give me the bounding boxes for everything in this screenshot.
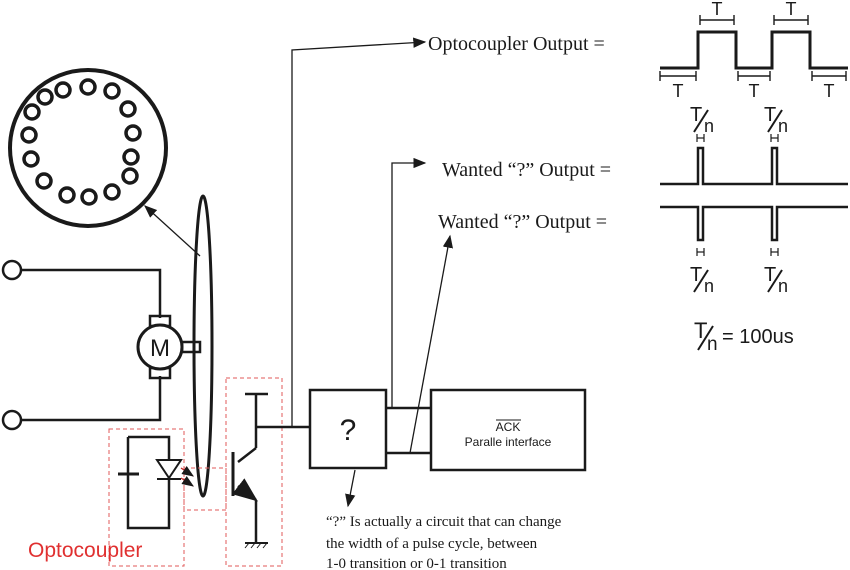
fraction-numerator: T bbox=[690, 264, 702, 286]
note-line-3: 1-0 transition or 0-1 transition bbox=[326, 556, 507, 570]
period-label-low-3: T bbox=[824, 81, 835, 101]
note-line-1: “?” Is actually a circuit that can chang… bbox=[326, 514, 562, 530]
signal-wires bbox=[256, 406, 431, 455]
question-circuit-label: ? bbox=[340, 414, 357, 447]
wanted-output-2-label: Wanted “?” Output = bbox=[438, 211, 607, 233]
disc-pointer-arrow bbox=[144, 205, 201, 257]
fraction-numerator: T bbox=[764, 104, 776, 126]
fraction-denominator: n bbox=[778, 116, 788, 136]
wanted-output-1-arrow bbox=[391, 157, 427, 408]
parallel-interface-box bbox=[429, 388, 587, 472]
pulse-width-label-top-2: T n bbox=[764, 104, 788, 136]
pulse-width-value: = 100us bbox=[722, 326, 794, 348]
optocoupler-output-label: Optocoupler Output = bbox=[428, 33, 605, 55]
motor bbox=[136, 314, 202, 380]
period-label-low-2: T bbox=[749, 81, 760, 101]
note-pointer-arrow bbox=[345, 469, 356, 508]
pulse-width-label-bottom-1: T n bbox=[690, 264, 714, 296]
wanted-output-2-arrow bbox=[409, 234, 453, 454]
pulse-width-label-bottom-2: T n bbox=[764, 264, 788, 296]
fraction-numerator: T bbox=[694, 318, 707, 343]
disc-edge-view bbox=[192, 194, 214, 498]
fraction-denominator: n bbox=[704, 276, 714, 296]
period-label-low-1: T bbox=[673, 81, 684, 101]
encoder-disc bbox=[8, 68, 168, 228]
ack-label: ACK bbox=[496, 420, 521, 434]
period-markers: T T T T T bbox=[673, 0, 835, 101]
fraction-denominator: n bbox=[707, 334, 718, 355]
wanted-output-1-label: Wanted “?” Output = bbox=[442, 159, 611, 181]
encoder-holes bbox=[20, 78, 142, 206]
phototransistor bbox=[231, 392, 268, 549]
fraction-numerator: T bbox=[690, 104, 702, 126]
optocoupler-dashed-boundary bbox=[108, 377, 283, 567]
pulse-width-label-top-1: T n bbox=[690, 104, 714, 136]
optocoupler-led-circuit bbox=[118, 435, 194, 530]
motor-label: M bbox=[150, 335, 170, 362]
fraction-denominator: n bbox=[704, 116, 714, 136]
period-label-high-2: T bbox=[786, 0, 797, 19]
optocoupler-waveform bbox=[659, 15, 848, 81]
fraction-denominator: n bbox=[778, 276, 788, 296]
optocoupler-output-arrow bbox=[291, 37, 427, 427]
wanted-waveform-1 bbox=[660, 134, 848, 186]
optocoupler-label: Optocoupler bbox=[28, 539, 142, 562]
pulse-width-definition: T n = 100us bbox=[694, 318, 794, 355]
parallel-interface-label: Paralle interface bbox=[465, 435, 552, 449]
power-wiring bbox=[1, 259, 162, 431]
question-circuit-box bbox=[308, 388, 388, 470]
circuit-note: “?” Is actually a circuit that can chang… bbox=[326, 514, 562, 570]
fraction-numerator: T bbox=[764, 264, 776, 286]
wanted-waveform-2 bbox=[660, 205, 848, 256]
note-line-2: the width of a pulse cycle, between bbox=[326, 536, 538, 552]
period-label-high-1: T bbox=[712, 0, 723, 19]
